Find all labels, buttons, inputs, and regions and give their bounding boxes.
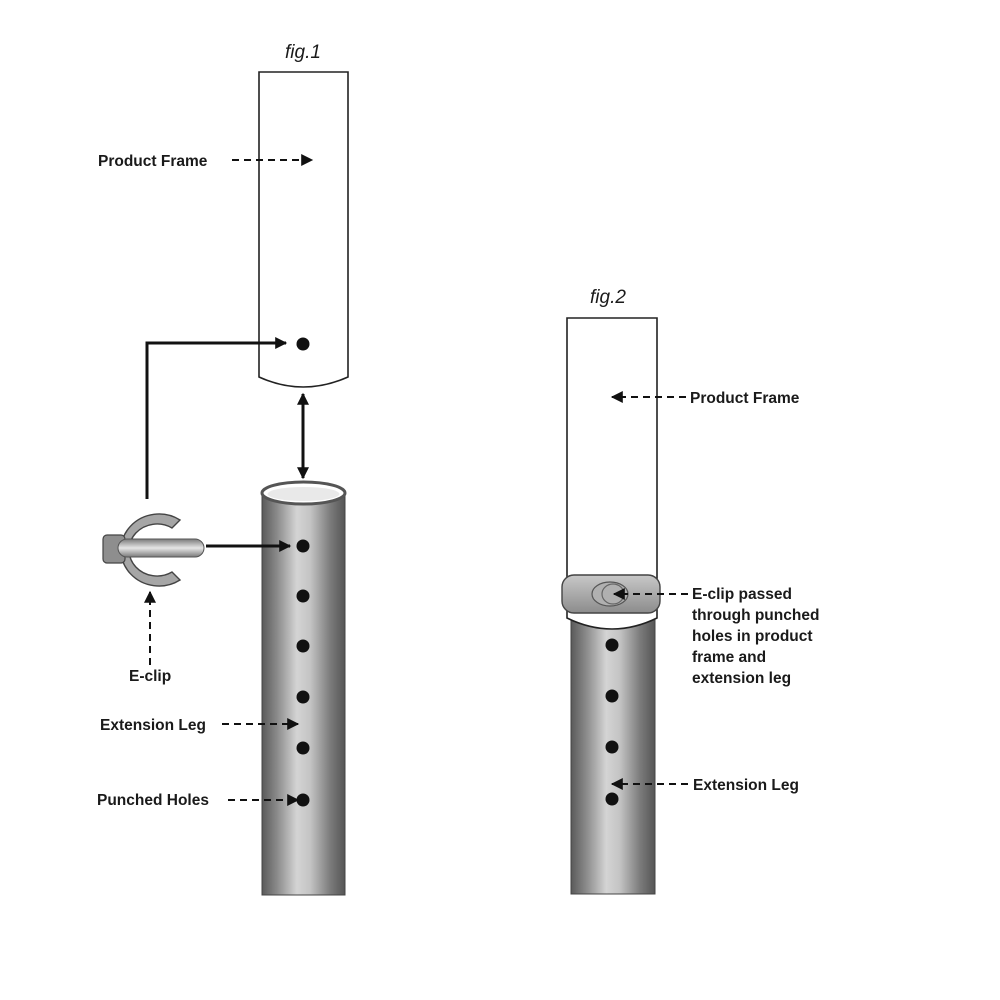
fig1-label-extension-leg: Extension Leg [100, 717, 206, 734]
fig2-e-clip-line: E-clip passed [692, 586, 792, 603]
fig2-leg-hole [605, 689, 619, 703]
fig2-title: fig.2 [590, 287, 626, 308]
fig1-leg-opening-inner [267, 487, 340, 501]
fig1-e-clip [102, 513, 205, 587]
fig2-label-e-clip-passed: E-clip passed through punched holes in p… [692, 586, 819, 687]
fig2-e-clip-line: frame and [692, 649, 766, 666]
fig1-frame-hole [296, 337, 310, 351]
fig1-title: fig.1 [285, 42, 321, 63]
fig2-label-product-frame: Product Frame [690, 390, 800, 407]
fig1-clip-to-frame-arrow [145, 337, 288, 499]
fig2-leg-hole [605, 792, 619, 806]
fig2-label-extension-leg: Extension Leg [693, 777, 799, 794]
fig2-e-clip-line: extension leg [692, 670, 791, 687]
fig1-leg-hole [296, 639, 310, 653]
fig1-leg-hole [296, 589, 310, 603]
fig1-label-product-frame: Product Frame [98, 153, 208, 170]
fig2-e-clip-line: holes in product [692, 628, 813, 645]
fig1-leg-hole [296, 539, 310, 553]
fig1-product-frame-tube [258, 71, 349, 388]
fig2-leg-hole [605, 638, 619, 652]
fig1-leg-hole [296, 690, 310, 704]
fig1-label-punched-holes: Punched Holes [97, 792, 209, 809]
fig1-leg-hole [296, 741, 310, 755]
fig2-e-clip-line: through punched [692, 607, 819, 624]
fig1-leg-hole [296, 793, 310, 807]
fig2-leg-hole [605, 740, 619, 754]
fig1-label-e-clip: E-clip [129, 668, 171, 685]
fig2-e-clip-band [561, 574, 661, 614]
fig2-product-frame-tube [566, 317, 658, 630]
